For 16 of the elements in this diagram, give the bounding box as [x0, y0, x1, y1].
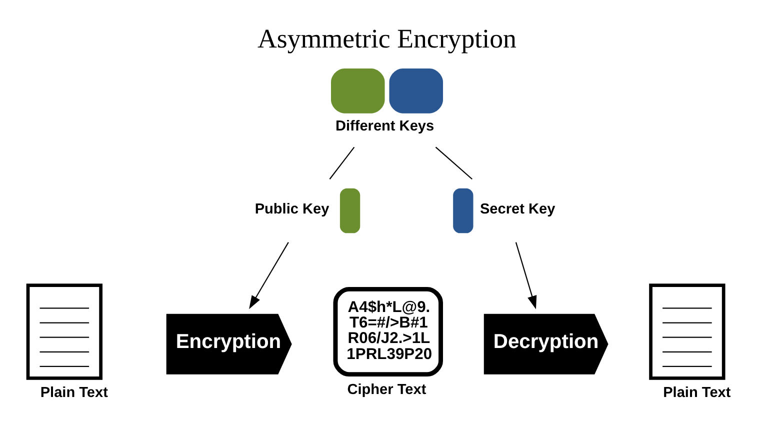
node-label: Different Keys: [335, 118, 434, 135]
node-key: [453, 188, 474, 234]
node-label: Plain Text: [663, 385, 731, 402]
arrow: [249, 242, 289, 310]
node-key: [340, 188, 360, 234]
node-document: [26, 284, 102, 380]
connector: [435, 146, 472, 180]
arrow: [515, 242, 537, 310]
node-label: Cipher Text: [347, 382, 426, 398]
node-label: Secret Key: [480, 201, 556, 218]
node-label: Plain Text: [40, 385, 108, 402]
node-label: Public Key: [254, 201, 330, 218]
node-document: [649, 284, 726, 380]
node-box: A4$h*L@9. T6=#/>B#1 R06/J2.>1L 1PRL39P20: [333, 286, 443, 377]
diagram-title: Asymmetric Encryption: [258, 23, 516, 54]
connector: [329, 146, 355, 180]
